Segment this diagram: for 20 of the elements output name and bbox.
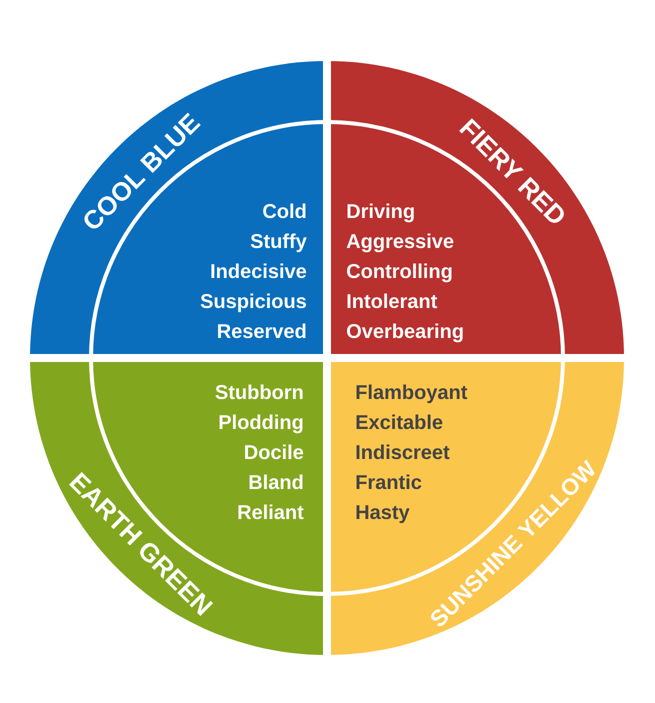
trait-text: Docile (245, 444, 304, 460)
trait-text: Cold (263, 204, 306, 218)
trait-text: Suspicious (200, 294, 306, 312)
trait-text: Hasty (356, 505, 410, 524)
trait-text: Intolerant (348, 294, 438, 308)
trait-text: Indiscreet (356, 444, 450, 460)
trait-text: Flamboyant (356, 384, 468, 404)
trait-text: Reliant (238, 504, 304, 520)
trait-text: Bland (250, 474, 302, 490)
trait-text: Controlling (347, 264, 452, 282)
trait-text: Stuffy (250, 234, 307, 252)
trait-text: Frantic (356, 474, 422, 490)
trait-text: Plodding (220, 414, 302, 434)
trait-text: Driving (348, 204, 414, 222)
trait-text: Stubborn (216, 384, 303, 400)
trait-text: Aggressive (346, 234, 454, 252)
trait-text: Reserved (218, 324, 306, 338)
trait-text: Excitable (356, 414, 442, 430)
trait-text: Overbearing (347, 324, 463, 342)
trait-text: Indecisive (211, 264, 306, 278)
